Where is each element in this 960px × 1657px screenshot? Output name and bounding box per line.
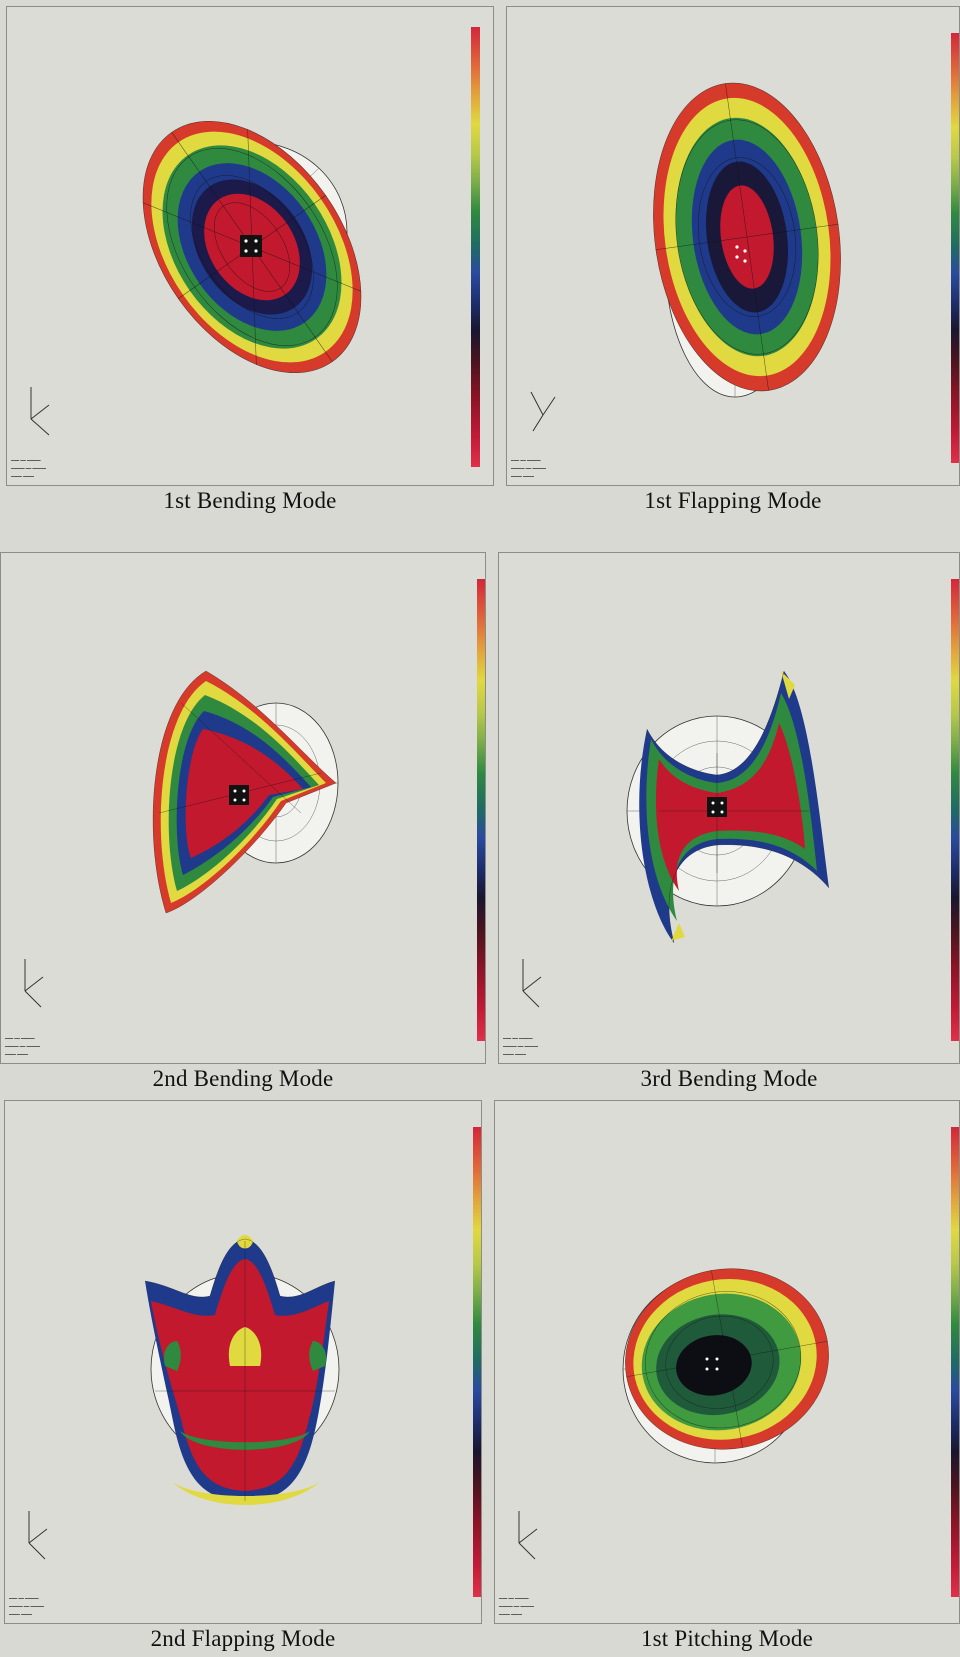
plot-footer-text: ━━━ ━━ ━━━━━━━━━━ ━━ ━━━━━━━━━ ━━━━ [503, 1036, 539, 1057]
caption-1st-pitching: 1st Pitching Mode [640, 1626, 814, 1651]
mode-shape-plot [522, 670, 830, 1008]
plot-footer-text: ━━━ ━━ ━━━━━━━━━━ ━━ ━━━━━━━━━ ━━━━ [5, 1036, 41, 1057]
mode-shape-plot [30, 120, 362, 436]
caption-1st-bending: 1st Bending Mode [163, 488, 337, 513]
caption-2nd-flapping: 2nd Flapping Mode [150, 1626, 336, 1651]
plot-footer-text: ━━━ ━━ ━━━━━━━━━━ ━━ ━━━━━━━━━ ━━━━ [499, 1596, 535, 1617]
coordinate-axes-icon [518, 1511, 538, 1560]
deformed-mode-shape [625, 1268, 829, 1450]
coordinate-axes-icon [522, 959, 542, 1008]
color-scale-bar [951, 33, 959, 463]
mode-panel-1st-pitching: ━━━ ━━ ━━━━━━━━━━ ━━ ━━━━━━━━━ ━━━━ [494, 1100, 960, 1624]
coordinate-axes-icon [30, 387, 50, 436]
mode-shape-plot [530, 82, 841, 432]
color-scale-bar [473, 1127, 481, 1597]
mode-panel-2nd-bending: ━━━ ━━ ━━━━━━━━━━ ━━ ━━━━━━━━━ ━━━━ [0, 552, 486, 1064]
plot-footer-text: ━━━ ━━ ━━━━━━━━━━ ━━ ━━━━━━━━━ ━━━━ [9, 1596, 45, 1617]
color-scale-bar [951, 1127, 959, 1597]
deformed-mode-shape [144, 1235, 336, 1505]
mode-panel-1st-flapping: ━━━ ━━ ━━━━━━━━━━ ━━ ━━━━━━━━━ ━━━━ [506, 6, 960, 486]
mode-shape-plot [24, 670, 339, 1008]
mode-shape-plot [518, 1268, 829, 1560]
color-scale-bar [477, 579, 485, 1041]
mode-panel-2nd-flapping: ━━━ ━━ ━━━━━━━━━━ ━━ ━━━━━━━━━ ━━━━ [4, 1100, 482, 1624]
coordinate-axes-icon [530, 391, 556, 432]
hub-nodes [735, 245, 747, 263]
hub-nodes [240, 235, 262, 257]
color-scale-bar [471, 27, 480, 467]
plot-footer-text: ━━━ ━━ ━━━━━━━━━━ ━━ ━━━━━━━━━ ━━━━ [511, 458, 547, 479]
hub-nodes [707, 797, 727, 817]
caption-3rd-bending: 3rd Bending Mode [640, 1066, 818, 1091]
coordinate-axes-icon [28, 1511, 48, 1560]
hub-nodes [229, 785, 249, 805]
caption-2nd-bending: 2nd Bending Mode [152, 1066, 334, 1091]
mode-panel-3rd-bending: ━━━ ━━ ━━━━━━━━━━ ━━ ━━━━━━━━━ ━━━━ [498, 552, 960, 1064]
plot-footer-text: ━━━ ━━ ━━━━━━━━━━ ━━ ━━━━━━━━━ ━━━━ [11, 458, 47, 479]
hub-nodes [705, 1357, 719, 1371]
deformed-mode-shape [639, 670, 830, 944]
caption-1st-flapping: 1st Flapping Mode [644, 488, 822, 513]
mode-panel-1st-bending: ━━━ ━━ ━━━━━━━━━━ ━━ ━━━━━━━━━ ━━━━ [6, 6, 494, 486]
deformed-mode-shape [653, 82, 841, 392]
color-scale-bar [951, 579, 959, 1041]
mode-shape-plot [28, 1235, 340, 1560]
coordinate-axes-icon [24, 959, 44, 1008]
